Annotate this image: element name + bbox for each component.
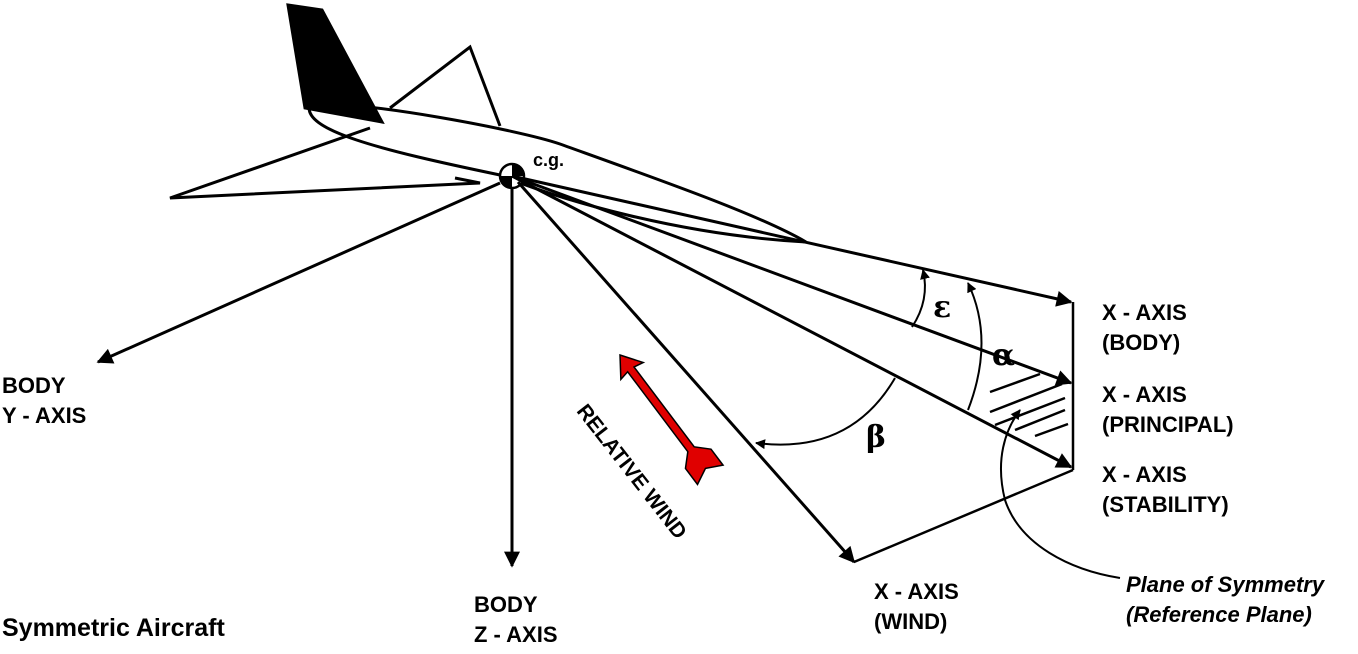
x-body-axis-line2: (BODY): [1102, 330, 1181, 355]
plane-of-symmetry-line1: Plane of Symmetry: [1126, 572, 1325, 597]
body-z-axis-label: BODY Z - AXIS: [474, 590, 558, 650]
x-stability-axis-line: [511, 174, 1073, 469]
body-y-axis-line2: Y - AXIS: [2, 403, 87, 428]
beta-label: β: [866, 420, 886, 455]
x-wind-axis-label: X - AXIS (WIND): [874, 577, 959, 637]
cg-label: c.g.: [533, 150, 565, 170]
x-principal-axis-label: X - AXIS (PRINCIPAL): [1102, 380, 1234, 440]
wing: [169, 126, 481, 200]
horizontal-tail: [389, 44, 502, 127]
fuselage-upper: [309, 102, 807, 244]
alpha-arc: [967, 282, 983, 411]
plane-of-symmetry-outline: [853, 302, 1075, 564]
body-y-axis-line: [96, 181, 501, 364]
body-y-axis-label: BODY Y - AXIS: [2, 371, 86, 431]
epsilon-arc: [911, 269, 930, 328]
x-body-axis-line: [511, 174, 1073, 307]
x-principal-axis-line1: X - AXIS: [1102, 382, 1187, 407]
x-principal-axis-line: [511, 174, 1073, 386]
x-wind-axis-line1: X - AXIS: [874, 579, 959, 604]
x-stability-axis-label: X - AXIS (STABILITY): [1102, 460, 1229, 520]
plane-of-symmetry-line2: (Reference Plane): [1126, 602, 1312, 627]
body-z-axis-line1: BODY: [474, 592, 538, 617]
fuselage-lower: [307, 103, 807, 244]
plane-of-symmetry-pointer: [999, 409, 1121, 579]
x-wind-axis-line2: (WIND): [874, 609, 948, 634]
body-y-axis-line1: BODY: [2, 373, 66, 398]
plane-hatching: [989, 372, 1069, 438]
plane-of-symmetry-label: Plane of Symmetry (Reference Plane): [1126, 570, 1324, 630]
diagram-title: Symmetric Aircraft: [2, 614, 225, 642]
relative-wind-arrow: [619, 353, 725, 486]
alpha-label: α: [992, 338, 1016, 373]
body-z-axis-line2: Z - AXIS: [474, 622, 558, 647]
x-principal-axis-line2: (PRINCIPAL): [1102, 412, 1234, 437]
x-body-axis-label: X - AXIS (BODY): [1102, 298, 1187, 358]
x-wind-axis-line: [516, 181, 856, 564]
x-stability-axis-line1: X - AXIS: [1102, 462, 1187, 487]
beta-arc: [755, 377, 896, 450]
epsilon-label: ε: [933, 290, 952, 325]
aircraft: [169, 3, 807, 244]
vertical-tail: [286, 3, 385, 125]
x-body-axis-line1: X - AXIS: [1102, 300, 1187, 325]
x-stability-axis-line2: (STABILITY): [1102, 492, 1229, 517]
